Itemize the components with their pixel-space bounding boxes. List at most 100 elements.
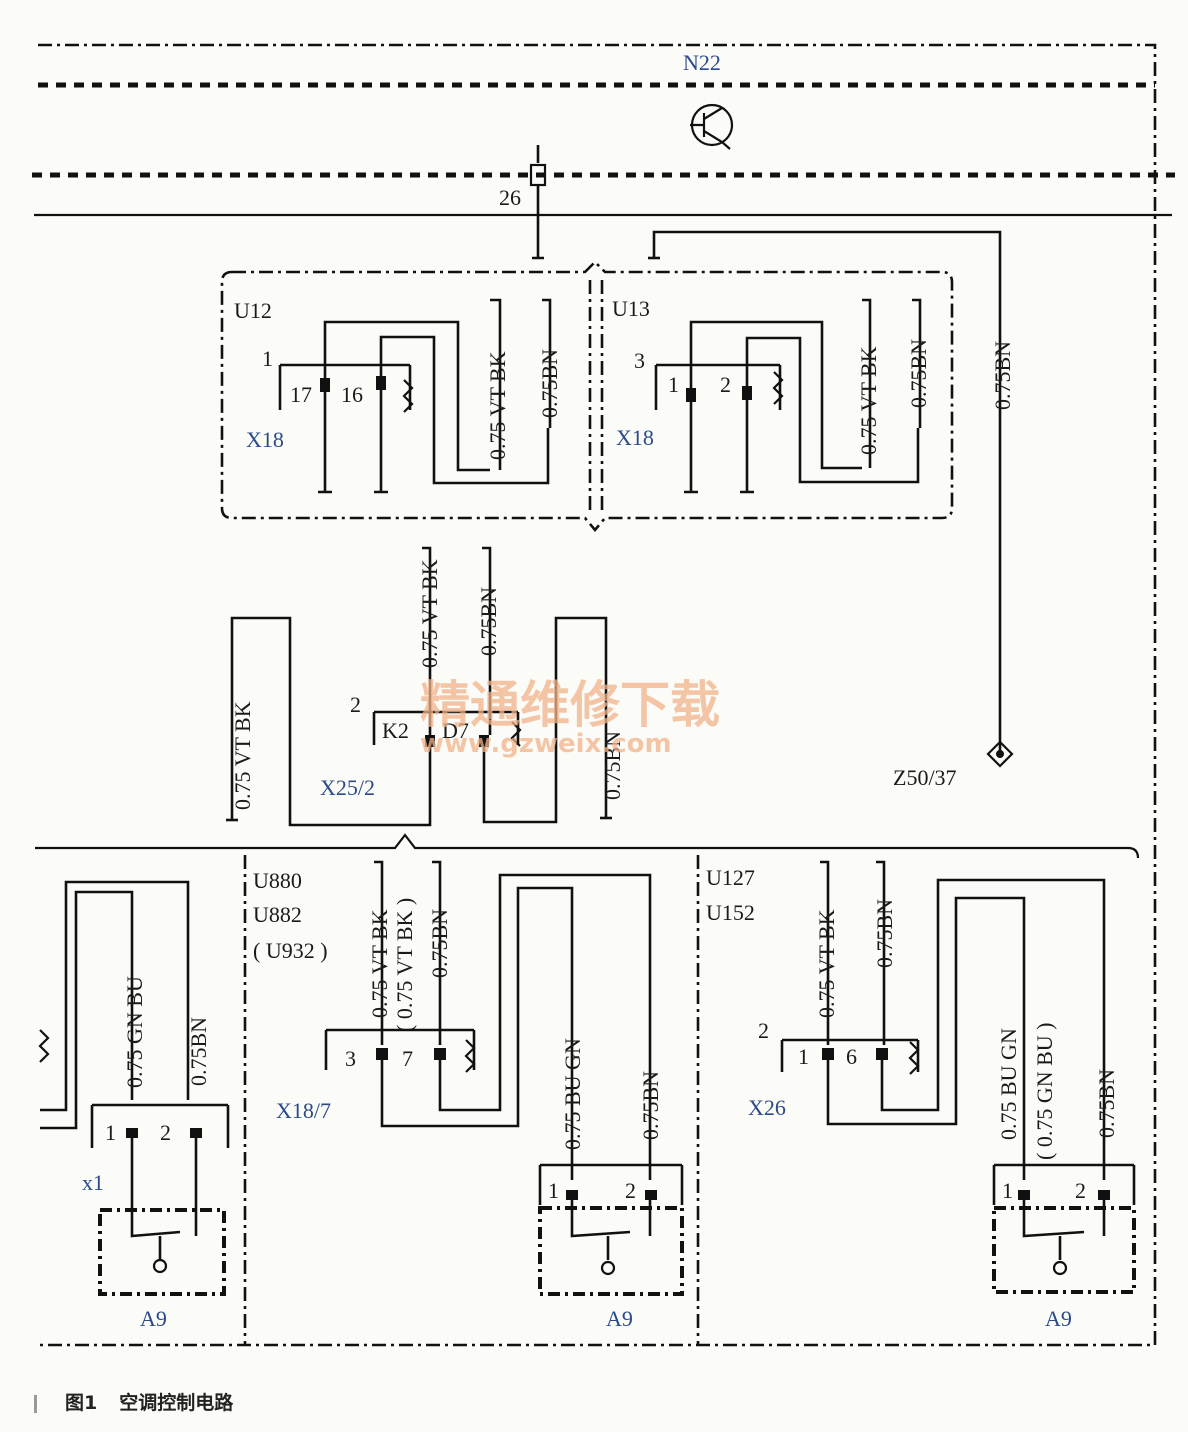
x25-2-label: X25/2 bbox=[320, 775, 375, 800]
svg-text:17: 17 bbox=[290, 382, 312, 407]
svg-text:26: 26 bbox=[499, 185, 521, 210]
u12-x18-connector: 1 17 16 X18 bbox=[246, 346, 414, 452]
svg-text:0.75BN: 0.75BN bbox=[476, 587, 501, 656]
figure-title: 空调控制电路 bbox=[119, 1392, 234, 1414]
svg-text:2: 2 bbox=[625, 1178, 636, 1203]
figure-number: 图1 bbox=[65, 1392, 98, 1414]
u12-u13-divider bbox=[588, 280, 604, 515]
svg-text:1: 1 bbox=[548, 1178, 559, 1203]
a9-switch-right: A9 bbox=[992, 1200, 1136, 1331]
z50-trunk-wire bbox=[652, 230, 1002, 752]
u882-label: U882 bbox=[253, 902, 302, 927]
u13-wire-1 bbox=[684, 320, 862, 494]
svg-text:0.75BN: 0.75BN bbox=[990, 341, 1015, 410]
u12-wire-16 bbox=[374, 335, 550, 494]
x26-wire-6 bbox=[880, 878, 1106, 1180]
svg-text:0.75BN: 0.75BN bbox=[872, 899, 897, 968]
svg-text:1: 1 bbox=[798, 1044, 809, 1069]
x26-label: X26 bbox=[748, 1095, 786, 1120]
u152-label: U152 bbox=[706, 900, 755, 925]
svg-text:0.75BN: 0.75BN bbox=[1094, 1069, 1119, 1138]
u13-stub-vt bbox=[862, 298, 872, 468]
svg-text:( 0.75 VT BK ): ( 0.75 VT BK ) bbox=[392, 898, 417, 1032]
x25-2-connector: 2 K2 D7 X25/2 bbox=[320, 692, 522, 800]
svg-text:Z50/37: Z50/37 bbox=[893, 765, 957, 790]
svg-text:0.75BN: 0.75BN bbox=[906, 339, 931, 408]
svg-text:0.75 BU GN: 0.75 BU GN bbox=[996, 1028, 1021, 1140]
svg-text:1: 1 bbox=[1002, 1178, 1013, 1203]
svg-text:7: 7 bbox=[402, 1046, 413, 1071]
x1-connector: 1 2 x1 bbox=[82, 1103, 230, 1195]
watermark-cn: 精通维修下载 bbox=[420, 676, 720, 734]
n22-pin-26: 26 bbox=[499, 145, 547, 260]
a9-switch-left: A9 bbox=[98, 1138, 226, 1331]
u12-wire-17 bbox=[318, 320, 490, 494]
svg-text:2: 2 bbox=[160, 1120, 171, 1145]
x25-right-wire bbox=[482, 616, 608, 824]
svg-text:2: 2 bbox=[720, 372, 731, 397]
u13-wire-2 bbox=[740, 336, 920, 494]
watermark-url: www.gzweix.com bbox=[420, 729, 672, 759]
svg-text:2: 2 bbox=[758, 1018, 769, 1043]
svg-text:D7: D7 bbox=[442, 718, 469, 743]
a9-switch-middle: A9 bbox=[538, 1200, 684, 1331]
svg-text:0.75 VT BK: 0.75 VT BK bbox=[485, 351, 510, 460]
svg-text:0.75 GN BU: 0.75 GN BU bbox=[122, 976, 147, 1088]
svg-text:1: 1 bbox=[668, 372, 679, 397]
svg-text:0.75BN: 0.75BN bbox=[186, 1017, 211, 1086]
n22-label: N22 bbox=[683, 50, 721, 75]
x18-label: X18 bbox=[616, 425, 654, 450]
u932-label: ( U932 ) bbox=[253, 938, 328, 963]
a9-connector-middle: 1 2 bbox=[538, 1163, 684, 1205]
svg-text:0.75BN: 0.75BN bbox=[600, 731, 625, 800]
svg-text:0.75BN: 0.75BN bbox=[638, 1071, 663, 1140]
x26-connector: 2 1 6 X26 bbox=[748, 1018, 920, 1120]
x25-stub-vt bbox=[422, 546, 432, 735]
u127-stub-bn bbox=[876, 860, 886, 1045]
u12-label: U12 bbox=[234, 298, 272, 323]
svg-text:2: 2 bbox=[350, 692, 361, 717]
u12-stub-vt bbox=[490, 298, 502, 470]
x26-wire-1 bbox=[826, 896, 1026, 1180]
svg-text:0.75 BU GN: 0.75 BU GN bbox=[560, 1038, 585, 1150]
svg-text:0.75 VT BK: 0.75 VT BK bbox=[230, 701, 255, 810]
wiring-diagram: N22 26 U12 U13 1 17 16 X18 0.75 VT BK 0.… bbox=[32, 43, 1175, 1347]
u12-u13-box bbox=[220, 260, 954, 533]
svg-text:6: 6 bbox=[846, 1044, 857, 1069]
u880-stub-vt bbox=[374, 860, 384, 1045]
x18-7-wire-7 bbox=[438, 873, 652, 1180]
svg-text:0.75 VT BK: 0.75 VT BK bbox=[856, 346, 881, 455]
svg-text:0.75 VT BK: 0.75 VT BK bbox=[814, 909, 839, 1018]
svg-text:( 0.75 GN BU ): ( 0.75 GN BU ) bbox=[1032, 1023, 1057, 1161]
x25-left-wire bbox=[230, 616, 432, 827]
figure-caption: 图1 空调控制电路 bbox=[34, 1388, 233, 1415]
svg-text:2: 2 bbox=[1075, 1178, 1086, 1203]
x18-7-connector: 3 7 X18/7 bbox=[276, 1028, 476, 1123]
svg-text:A9: A9 bbox=[1045, 1306, 1072, 1331]
u880-label: U880 bbox=[253, 868, 302, 893]
x1-label: x1 bbox=[82, 1170, 104, 1195]
svg-text:1: 1 bbox=[262, 346, 273, 371]
svg-text:1: 1 bbox=[105, 1120, 116, 1145]
caption-bar bbox=[34, 1394, 37, 1413]
u880-stub-bn bbox=[432, 860, 442, 1045]
u13-stub-bn bbox=[912, 298, 922, 428]
svg-text:K2: K2 bbox=[382, 718, 409, 743]
bottom-section-border bbox=[35, 833, 1140, 859]
u12-stub-bn bbox=[542, 298, 552, 428]
x18-7-label: X18/7 bbox=[276, 1098, 331, 1123]
u13-x18-connector: 3 1 2 X18 bbox=[616, 348, 784, 450]
svg-text:3: 3 bbox=[634, 348, 645, 373]
svg-text:0.75 VT BK: 0.75 VT BK bbox=[367, 909, 392, 1018]
svg-text:0.75BN: 0.75BN bbox=[537, 349, 562, 418]
u13-label: U13 bbox=[612, 296, 650, 321]
splice-z50-37: Z50/37 bbox=[893, 740, 1014, 790]
u127-label: U127 bbox=[706, 865, 755, 890]
svg-text:3: 3 bbox=[345, 1046, 356, 1071]
x25-stub-bn bbox=[482, 546, 492, 735]
svg-text:16: 16 bbox=[341, 382, 363, 407]
svg-text:A9: A9 bbox=[140, 1306, 167, 1331]
left-loop-wire bbox=[40, 880, 190, 1130]
outer-boundary bbox=[38, 43, 1157, 1347]
left-coil bbox=[38, 1029, 50, 1063]
